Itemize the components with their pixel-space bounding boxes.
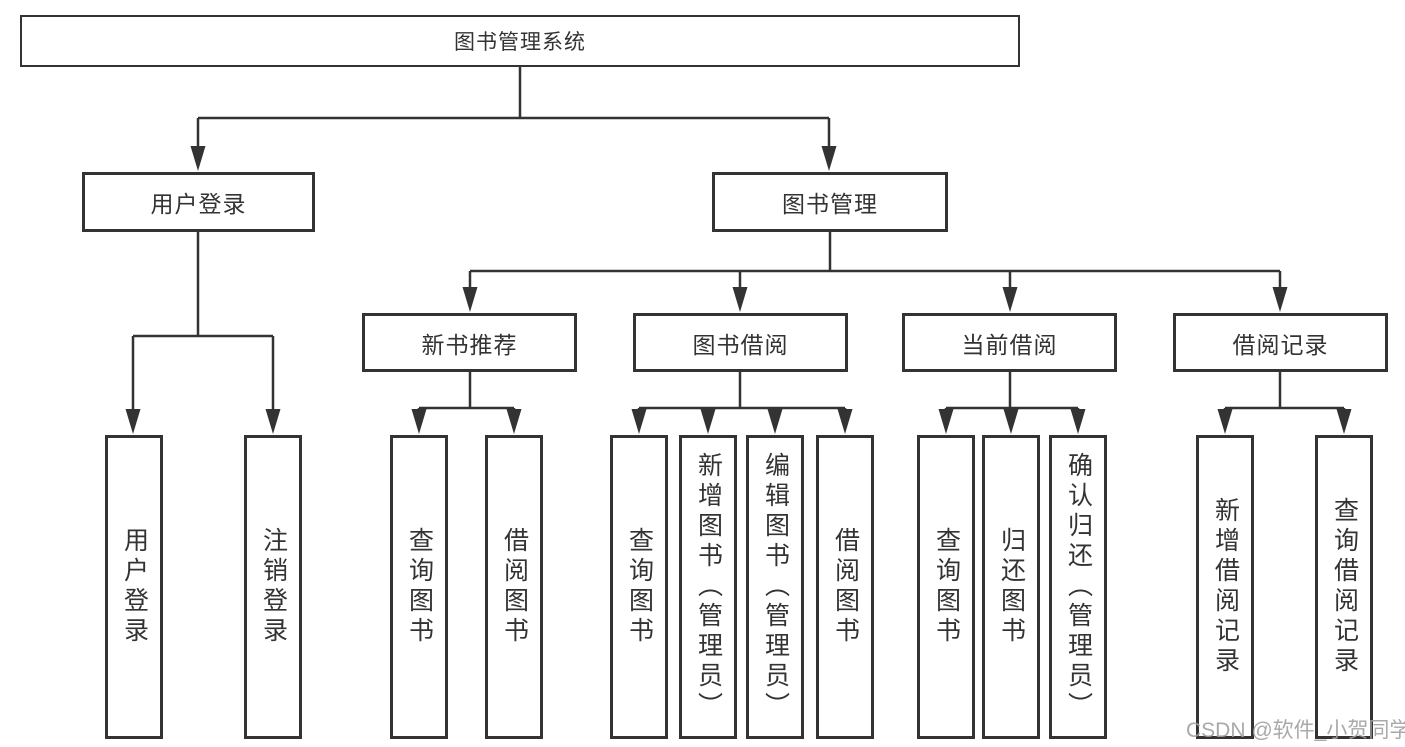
leaf-label: 注销登录: [259, 527, 288, 647]
leaf-label: 归还图书: [997, 527, 1026, 647]
node-label: 图书管理系统: [454, 31, 586, 54]
arrow-down-icon: [462, 287, 478, 312]
node-root-library-system: 图书管理系统: [20, 15, 1020, 67]
node-user-login: 用户登录: [82, 172, 315, 232]
node-label: 新书推荐: [421, 331, 518, 358]
leaf-label: 编辑图书（管理员）: [761, 452, 790, 722]
leaf-label: 新增图书（管理员）: [694, 452, 723, 722]
leaf-query-borrow-record: 查询借阅记录: [1315, 435, 1373, 739]
leaf-label: 借阅图书: [831, 527, 860, 647]
arrow-down-icon: [411, 409, 427, 434]
leaf-borrow-books-recommend: 借阅图书: [485, 435, 543, 739]
node-label: 借阅记录: [1232, 331, 1329, 358]
connector-root-to-level2: [190, 67, 837, 171]
leaf-label: 查询图书: [625, 527, 654, 647]
leaf-add-books-admin: 新增图书（管理员）: [679, 435, 737, 739]
arrow-down-icon: [1070, 409, 1086, 434]
connector-book-borrow-to-children: [631, 372, 853, 434]
leaf-label: 用户登录: [120, 527, 149, 647]
connector-current-borrow-to-children: [938, 372, 1086, 434]
leaf-edit-books-admin: 编辑图书（管理员）: [746, 435, 804, 739]
arrow-down-icon: [1003, 409, 1019, 434]
arrow-down-icon: [767, 409, 783, 434]
leaf-label: 新增借阅记录: [1211, 497, 1240, 677]
node-label: 用户登录: [150, 191, 247, 217]
arrow-down-icon: [1272, 287, 1288, 312]
arrow-down-icon: [700, 409, 716, 434]
node-label: 图书借阅: [692, 331, 789, 358]
arrow-down-icon: [1217, 409, 1233, 434]
leaf-add-borrow-record: 新增借阅记录: [1196, 435, 1254, 739]
arrow-down-icon: [837, 409, 853, 434]
connector-book-management-to-children: [462, 232, 1288, 312]
leaf-return-books: 归还图书: [982, 435, 1040, 739]
node-label: 当前借阅: [961, 331, 1058, 358]
arrow-down-icon: [265, 409, 281, 434]
leaf-label: 确认归还（管理员）: [1064, 452, 1093, 722]
leaf-label: 借阅图书: [500, 527, 529, 647]
arrow-down-icon: [631, 409, 647, 434]
leaf-label: 查询图书: [405, 527, 434, 647]
arrow-down-icon: [821, 146, 837, 171]
node-current-borrow: 当前借阅: [902, 313, 1117, 372]
node-book-borrow: 图书借阅: [633, 313, 848, 372]
arrow-down-icon: [938, 409, 954, 434]
node-book-management: 图书管理: [712, 172, 948, 232]
node-borrow-records: 借阅记录: [1173, 313, 1388, 372]
arrow-down-icon: [1002, 287, 1018, 312]
leaf-label: 查询借阅记录: [1330, 497, 1359, 677]
arrow-down-icon: [506, 409, 522, 434]
leaf-user-login: 用户登录: [105, 435, 163, 739]
arrow-down-icon: [732, 287, 748, 312]
node-label: 图书管理: [782, 191, 878, 217]
arrow-down-icon: [1336, 409, 1352, 434]
leaf-logout: 注销登录: [244, 435, 302, 739]
arrow-down-icon: [190, 146, 206, 171]
leaf-label: 查询图书: [932, 527, 961, 647]
csdn-watermark: CSDN @软件_小贺同学: [1186, 719, 1405, 742]
connector-user-login-to-children: [125, 232, 281, 434]
node-new-book-recommend: 新书推荐: [362, 313, 577, 372]
connector-new-book-recommend-to-children: [411, 372, 522, 434]
leaf-query-books-recommend: 查询图书: [390, 435, 448, 739]
leaf-confirm-return-admin: 确认归还（管理员）: [1049, 435, 1107, 739]
connector-borrow-records-to-children: [1217, 372, 1352, 434]
leaf-query-books-current: 查询图书: [917, 435, 975, 739]
arrow-down-icon: [125, 409, 141, 434]
leaf-borrow-books: 借阅图书: [816, 435, 874, 739]
leaf-query-books-borrow: 查询图书: [610, 435, 668, 739]
